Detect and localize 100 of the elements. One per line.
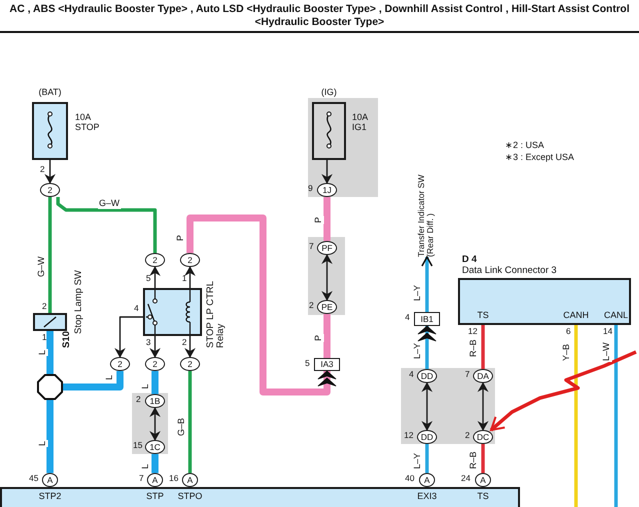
- arrow: [185, 336, 195, 358]
- fuse-label: 10A STOP: [75, 113, 100, 133]
- wire: [614, 325, 618, 507]
- wire-color-label: L–Y: [413, 452, 423, 470]
- pin-number: 45: [29, 474, 38, 484]
- wire: [418, 326, 436, 369]
- wire-color-label: P: [314, 334, 324, 342]
- component-code: D 4: [462, 255, 477, 266]
- wire-color-label: L: [38, 348, 48, 356]
- pin-number: 12: [468, 327, 478, 336]
- arrow: [45, 160, 55, 184]
- connector-symbol: 2: [40, 183, 60, 197]
- wire: [425, 444, 429, 473]
- arrow: [322, 160, 332, 184]
- arrow: [422, 382, 432, 430]
- connector-symbol: 2: [110, 357, 130, 371]
- pin-number: 6: [566, 327, 571, 336]
- pin-name: TS: [476, 311, 490, 321]
- pin-number: 1: [182, 274, 187, 284]
- connector-symbol: A: [147, 473, 163, 487]
- pin-number: 9: [308, 184, 313, 194]
- wire: [421, 256, 433, 312]
- diagram-title: AC , ABS <Hydraulic Booster Type> , Auto LSD <Hydraulic Booster Type> , Downhill Assist Control , Hill-Start Assist Control <Hydraulic Booster Type>: [8, 3, 630, 28]
- component-label: Data Link Connector 3: [462, 266, 557, 276]
- arrow: [150, 408, 160, 440]
- pin-number: 7: [309, 242, 314, 252]
- pin-name: STP2: [38, 492, 62, 502]
- wire-color-label: L: [141, 462, 151, 470]
- pin-name: CANL: [602, 311, 629, 321]
- wire: [324, 197, 330, 241]
- wire-color-label: R–B: [469, 338, 479, 358]
- arrow: [150, 336, 160, 358]
- connector-symbol: 2: [145, 253, 165, 267]
- connector-symbol: 2: [145, 357, 165, 371]
- pin-name: STP: [145, 492, 165, 502]
- pin-name: TS: [476, 492, 490, 502]
- pin-number: 7: [465, 370, 470, 380]
- wire-color-label: G–W: [37, 255, 47, 278]
- pin-number: 1: [42, 333, 47, 342]
- fuse-label: 10A IG1: [352, 113, 369, 133]
- wire: [188, 371, 192, 473]
- pin-name: CANH: [562, 311, 590, 321]
- pin-number: 5: [146, 274, 151, 284]
- connector-symbol: 2: [180, 357, 200, 371]
- relay-label: STOP LP CTRL Relay: [206, 280, 227, 348]
- pin-name: EXI3: [416, 492, 438, 502]
- connector-symbol: A: [475, 473, 491, 487]
- pin-number: 2: [465, 431, 470, 440]
- component-label: Stop Lamp SW: [74, 270, 84, 334]
- arrow: [185, 266, 195, 288]
- wire-color-label: P: [176, 234, 186, 242]
- wire-color-label: L: [141, 382, 151, 390]
- pin-number: 2: [182, 338, 187, 348]
- wire: [481, 325, 485, 369]
- annotation-arrow: [490, 350, 637, 432]
- wire-color-label: L–W: [602, 341, 612, 362]
- wire: [152, 454, 158, 473]
- connector-symbol: A: [182, 473, 198, 487]
- wire: [63, 371, 124, 390]
- pin-number: 7: [139, 474, 144, 484]
- wire: [574, 325, 578, 507]
- pin-number: 4: [134, 304, 139, 314]
- arrow: [150, 266, 160, 288]
- pin-number: 16: [169, 474, 178, 484]
- wire-color-label: G–B: [177, 416, 187, 437]
- pin-number: 2: [309, 301, 314, 310]
- pin-name: STPO: [176, 492, 204, 502]
- wire-color-label: G–W: [98, 199, 121, 209]
- footnote: ∗2 : USA: [505, 141, 544, 151]
- wire: [152, 371, 158, 394]
- wire-color-label: P: [314, 216, 324, 224]
- wire: [186, 214, 336, 396]
- pin-number: 24: [461, 474, 470, 484]
- pin-number: 4: [405, 313, 410, 322]
- component-label: Transfer Indicator SW (Rear Diff. ): [417, 174, 436, 257]
- wire-color-label: L–Y: [413, 284, 423, 302]
- pin-number: 3: [146, 338, 151, 348]
- arrow: [322, 254, 332, 300]
- connector-symbol: A: [419, 473, 435, 487]
- pin-number: 2: [136, 395, 141, 404]
- pin-number: 2: [42, 302, 47, 312]
- fuse-label: (BAT): [38, 88, 62, 98]
- wire-color-label: Y–B: [562, 342, 572, 362]
- pin-number: 15: [133, 441, 142, 450]
- wire: [56, 197, 157, 253]
- footnote: ∗3 : Except USA: [505, 153, 574, 163]
- wire-color-label: L–Y: [413, 342, 423, 360]
- arrow: [478, 382, 488, 430]
- connector-symbol: A: [42, 473, 58, 487]
- wire: [324, 314, 330, 358]
- pin-number: 4: [409, 370, 414, 380]
- wire: [48, 197, 52, 313]
- arrow: [115, 316, 143, 358]
- pin-number: 12: [404, 431, 414, 440]
- wire: [46, 400, 54, 473]
- wire: [481, 444, 485, 473]
- component-code: S10: [62, 331, 72, 348]
- fuse-label: (IG): [320, 88, 338, 98]
- connector-symbol: IB1: [414, 312, 440, 326]
- pin-number: 5: [305, 359, 310, 368]
